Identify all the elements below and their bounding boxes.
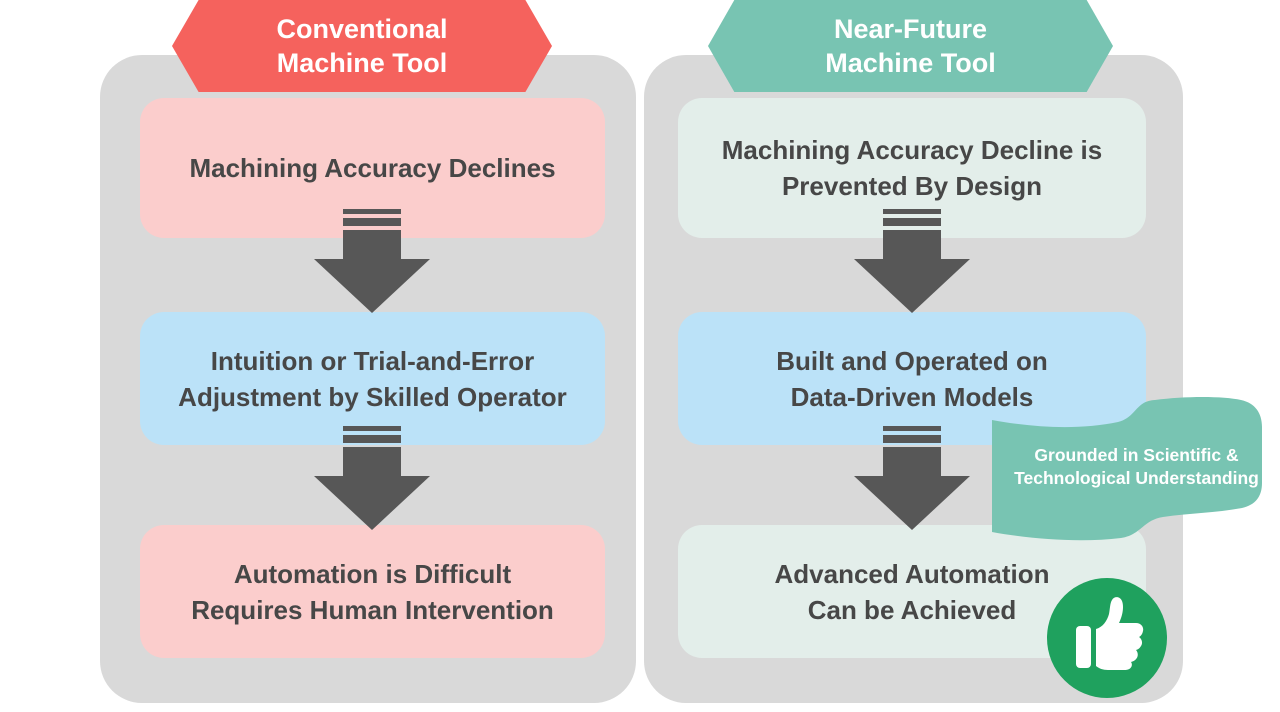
thumbs-up-icon xyxy=(1047,578,1167,698)
box-text-line: Machining Accuracy Declines xyxy=(189,153,556,183)
box-text-line: Intuition or Trial-and-Error xyxy=(210,345,535,376)
conventional-header-banner: Conventional Machine Tool xyxy=(172,0,552,92)
flow-box-automation-difficult: Automation is Difficult Requires Human I… xyxy=(140,525,605,658)
ribbon-caption-line-1: Grounded in Scientific & xyxy=(1034,445,1239,465)
flow-box-decline-prevented: Machining Accuracy Decline is Prevented … xyxy=(678,98,1146,238)
flow-box-data-driven-models: Built and Operated on Data-Driven Models xyxy=(678,312,1146,445)
box-text-line: Requires Human Intervention xyxy=(191,594,554,625)
box-text-line: Prevented By Design xyxy=(781,171,1043,201)
box-text-line: Advanced Automation xyxy=(774,558,1050,589)
ribbon-caption: Grounded in Scientific & Technological U… xyxy=(1000,444,1273,490)
header-line-1: Near-Future xyxy=(833,14,988,44)
ribbon-banner xyxy=(992,397,1262,541)
flow-box-accuracy-declines: Machining Accuracy Declines xyxy=(140,98,605,238)
header-line-2: Machine Tool xyxy=(825,48,996,78)
down-arrow-icon xyxy=(854,426,970,530)
box-text-line: Machining Accuracy Decline is xyxy=(721,135,1103,165)
near-future-header-banner: Near-Future Machine Tool xyxy=(708,0,1113,92)
box-text-line: Can be Achieved xyxy=(807,594,1017,625)
down-arrow-icon xyxy=(314,426,430,530)
box-text-line: Data-Driven Models xyxy=(790,381,1034,412)
header-line-1: Conventional xyxy=(276,14,448,44)
flow-box-skilled-operator: Intuition or Trial-and-Error Adjustment … xyxy=(140,312,605,445)
down-arrow-icon xyxy=(314,209,430,313)
ribbon-caption-line-2: Technological Understanding xyxy=(1014,468,1259,488)
down-arrow-icon xyxy=(854,209,970,313)
box-text-line: Built and Operated on xyxy=(776,345,1048,376)
header-line-2: Machine Tool xyxy=(276,48,448,78)
box-text-line: Adjustment by Skilled Operator xyxy=(178,381,567,412)
box-text-line: Automation is Difficult xyxy=(233,558,512,589)
